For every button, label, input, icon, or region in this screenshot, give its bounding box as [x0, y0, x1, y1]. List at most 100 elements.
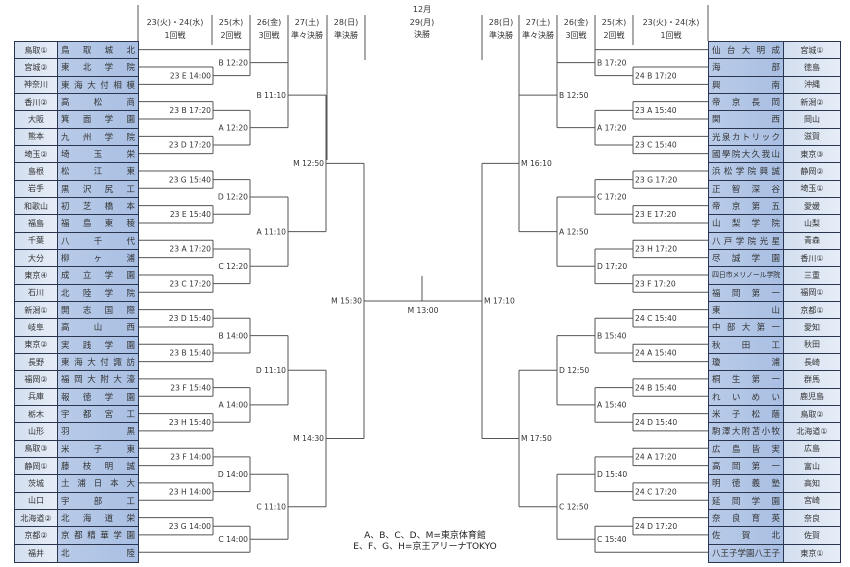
- right-round-header: 27(土)準々決勝: [519, 17, 557, 42]
- team-prefecture: 大阪: [15, 111, 58, 128]
- team-name: 帝京長岡: [712, 98, 780, 109]
- match-label: 23 F 17:20: [635, 279, 676, 288]
- match-label: 23 A 17:20: [169, 245, 211, 254]
- team-name-cell: 成立学園: [58, 267, 138, 284]
- team-name: 瓊浦: [712, 358, 780, 369]
- team-prefecture: 富山: [784, 457, 840, 475]
- team-name-cell: 正智深谷: [709, 180, 784, 197]
- team-prefecture: 山口: [15, 492, 58, 509]
- team-row: 帝京第五愛媛: [709, 197, 840, 216]
- team-name: 広島皆実: [712, 444, 780, 455]
- team-name-cell: 黒沢尻工: [58, 180, 138, 197]
- team-row: 長野東海大付諏訪: [15, 353, 138, 372]
- match-label: D 17:20: [597, 262, 627, 271]
- match-label: 23 E 17:20: [635, 210, 676, 219]
- team-name-cell: 羽黒: [58, 423, 138, 440]
- match-label: 23 B 15:40: [169, 349, 211, 358]
- round-name: 2回戦: [603, 30, 625, 40]
- match-label: A 11:10: [257, 227, 287, 236]
- match-label: C 17:20: [597, 193, 627, 202]
- team-prefecture: 栃木: [15, 405, 58, 423]
- team-row: 山形羽黒: [15, 423, 138, 441]
- team-prefecture: 東京②: [15, 336, 58, 353]
- team-name: 桐生第一: [712, 375, 780, 386]
- match-label: 24 D 15:40: [635, 418, 677, 427]
- team-row: 正智深谷埼玉①: [709, 180, 840, 198]
- match-label: A 15:40: [597, 401, 627, 410]
- team-prefecture: 神奈川: [15, 76, 58, 93]
- team-name-cell: 高山西: [58, 319, 138, 336]
- team-name-cell: 帝京第五: [709, 197, 784, 215]
- team-name-cell: 米子東: [58, 440, 138, 457]
- match-label: 23 C 17:20: [169, 279, 211, 288]
- team-prefecture: 静岡①: [15, 457, 58, 475]
- match-label: 23 B 17:20: [169, 106, 211, 115]
- team-name-cell: 藤枝明誠: [58, 457, 138, 475]
- team-name-cell: 山梨学院: [709, 215, 784, 232]
- team-prefecture: 大分: [15, 249, 58, 267]
- team-prefecture: 奈良: [784, 509, 840, 527]
- team-name: 八王子学園八王子: [712, 549, 781, 560]
- match-label: 23 H 15:40: [169, 418, 211, 427]
- team-prefecture: 和歌山: [15, 197, 58, 215]
- match-label: 24 B 17:20: [635, 71, 677, 80]
- team-row: 尽誠学園香川①: [709, 249, 840, 268]
- team-name-cell: 延岡学園: [709, 492, 784, 509]
- left-round-header: 25(木)2回戦: [212, 17, 250, 42]
- venue-line-1: A、B、C、D、M=東京体育館: [364, 531, 486, 541]
- match-label: 23 C 15:40: [635, 141, 677, 150]
- team-prefecture: 千葉: [15, 232, 58, 249]
- team-row: 福岡第一福岡①: [709, 284, 840, 302]
- match-label: 24 D 17:20: [635, 522, 677, 531]
- match-label: A 12:20: [219, 123, 249, 132]
- team-row: 福島福島東稜: [15, 215, 138, 233]
- team-name: 福岡大附大濠: [61, 375, 135, 386]
- team-prefecture: 埼玉②: [15, 145, 58, 163]
- team-row: 千葉八千代: [15, 232, 138, 250]
- team-name-cell: 東山: [709, 301, 784, 319]
- team-name-cell: 東北学院: [58, 59, 138, 76]
- team-prefecture: 福岡②: [15, 371, 58, 388]
- match-label: D 12:50: [559, 366, 589, 375]
- team-name: 奈良育英: [712, 514, 780, 525]
- team-name: 開志国際: [61, 306, 135, 317]
- right-round-header: 25(木)2回戦: [595, 17, 633, 42]
- round-name: 準決勝: [334, 30, 358, 40]
- team-name: 仙台大明成: [712, 46, 780, 57]
- team-name: 京都精華学園: [61, 531, 135, 542]
- match-label: B 12:20: [218, 58, 248, 67]
- team-prefecture: 島根: [15, 163, 58, 180]
- match-label: M 16:10: [521, 159, 552, 168]
- team-name-cell: 桐生第一: [709, 371, 784, 388]
- match-label: 23 D 15:40: [169, 314, 211, 323]
- team-prefecture: 香川①: [784, 249, 840, 267]
- team-prefecture: 香川②: [15, 93, 58, 111]
- round-name: 準々決勝: [522, 30, 554, 40]
- team-prefecture: 長野: [15, 353, 58, 371]
- final-match-label: M 13:00: [408, 306, 439, 315]
- match-label: D 15:40: [597, 470, 627, 479]
- team-prefecture: 静岡②: [784, 163, 840, 180]
- match-label: 23 H 14:00: [169, 487, 211, 496]
- team-name: 山梨学院: [712, 219, 780, 230]
- team-prefecture: 鳥取②: [784, 405, 840, 423]
- team-name: 延岡学園: [712, 496, 780, 507]
- team-prefecture: 兵庫: [15, 388, 58, 405]
- team-name: 東北学院: [61, 63, 135, 74]
- team-prefecture: 岩手: [15, 180, 58, 197]
- team-prefecture: 京都①: [784, 301, 840, 319]
- match-label: M 17:10: [484, 297, 515, 306]
- team-row: 石川北陸学院: [15, 284, 138, 302]
- team-name: 四日市メリノール学院: [712, 271, 780, 280]
- team-row: 中部大第一愛知: [709, 319, 840, 337]
- round-date: 26(金): [256, 18, 282, 27]
- final-round: 決勝: [414, 30, 430, 39]
- team-name-cell: 四日市メリノール学院: [709, 267, 784, 284]
- team-prefecture: 山形: [15, 423, 58, 440]
